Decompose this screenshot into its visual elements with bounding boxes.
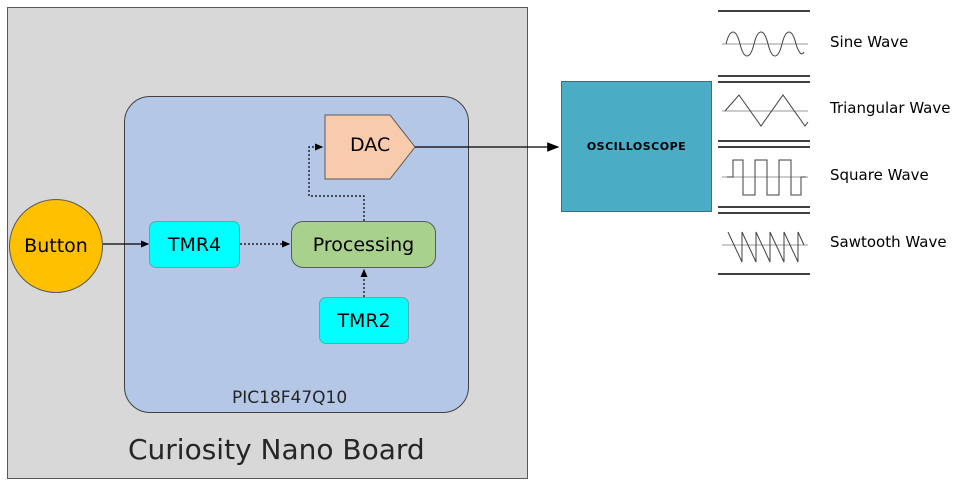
tmr2-block: TMR2 (319, 297, 409, 344)
wave-label-sine: Sine Wave (830, 33, 909, 51)
dac-label: DAC (350, 134, 391, 156)
triangle-wave-icon (722, 94, 809, 127)
sine-wave-icon (722, 31, 808, 57)
mcu-label: PIC18F47Q10 (232, 388, 348, 408)
wave-label-square: Square Wave (830, 166, 929, 184)
board-label: Curiosity Nano Board (128, 433, 425, 466)
wave-label-sawtooth: Sawtooth Wave (830, 233, 947, 251)
processing-to-dac-arrow (308, 143, 365, 221)
dac-shape (324, 114, 416, 180)
sawtooth-wave-icon (722, 231, 808, 263)
wave-label-triangular: Triangular Wave (830, 99, 951, 117)
tmr4-block: TMR4 (149, 221, 240, 268)
square-wave-icon (722, 159, 808, 196)
button-node: Button (9, 199, 103, 293)
oscilloscope-block: OSCILLOSCOPE (561, 81, 712, 212)
processing-block: Processing (291, 221, 436, 268)
